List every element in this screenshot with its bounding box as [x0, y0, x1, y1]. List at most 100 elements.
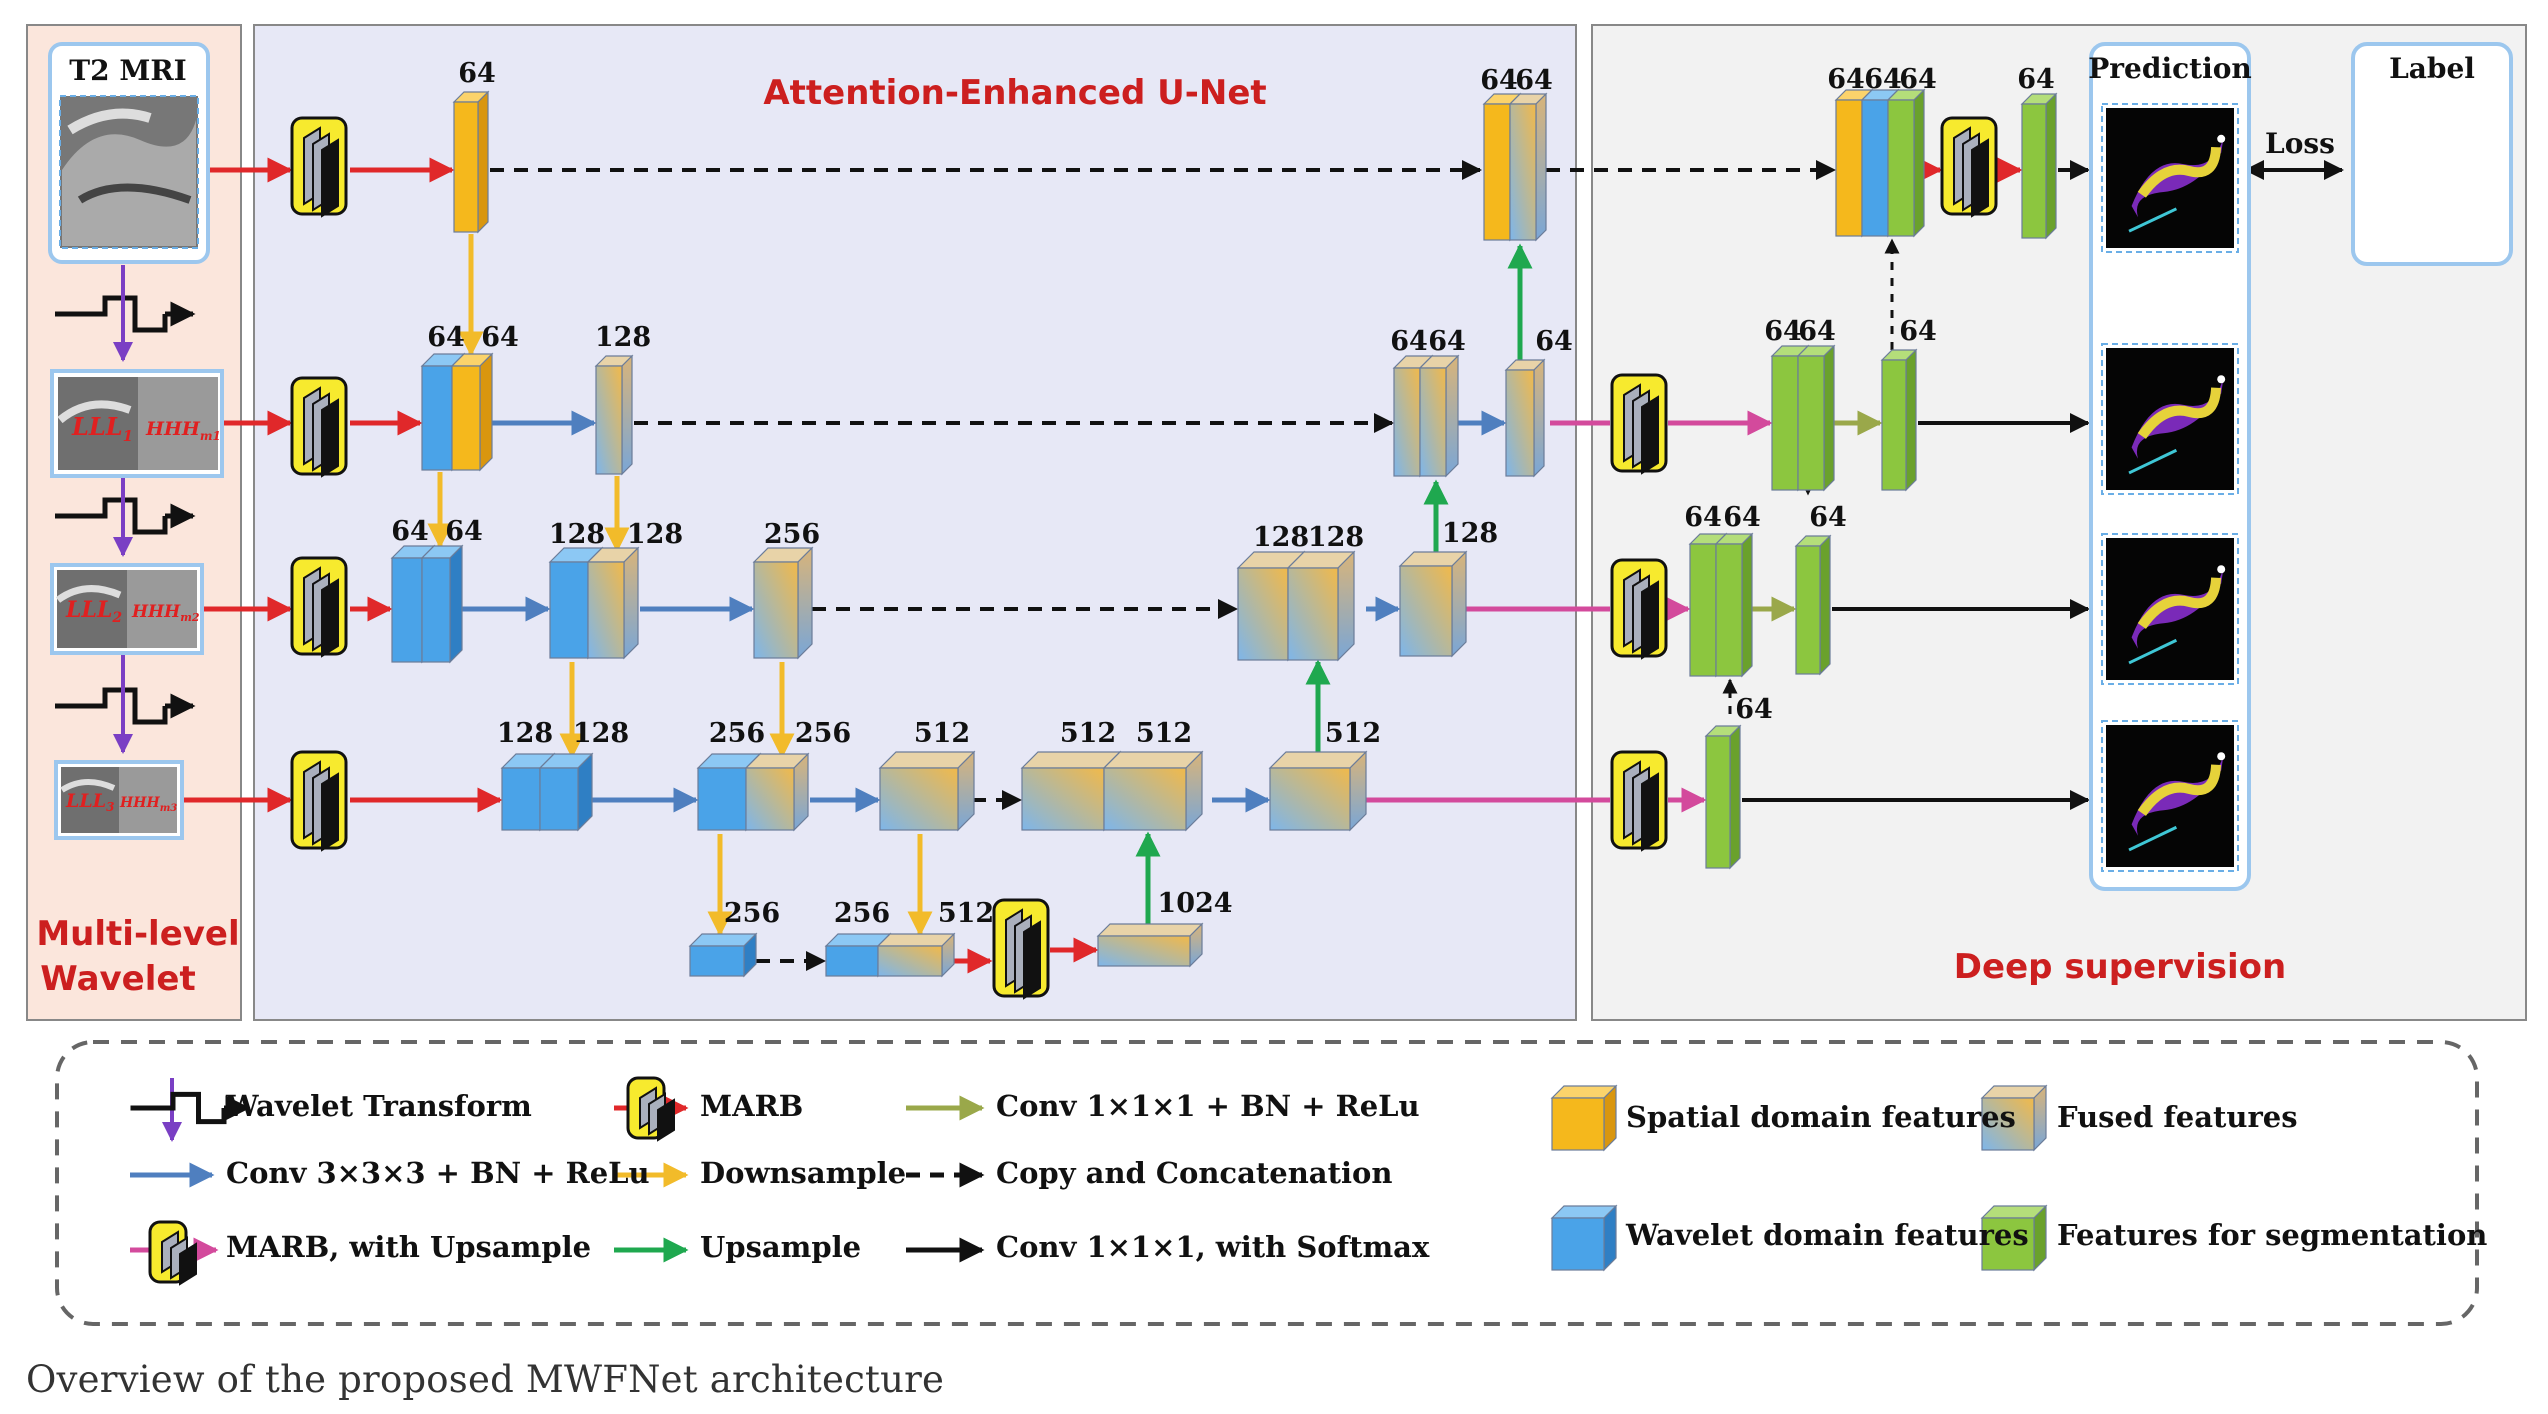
svg-text:HHHm1: HHHm1: [145, 418, 221, 443]
t2-mri-input: T2 MRI: [48, 42, 210, 264]
ds-title: Deep supervision: [1954, 947, 2286, 987]
ch-e3c: 128: [549, 519, 605, 550]
ch-e4e: 512: [914, 718, 970, 749]
ch-e5c: 512: [938, 898, 994, 929]
legend-spatial: Spatial domain features: [1626, 1100, 2016, 1134]
prediction-image-2: [2101, 343, 2239, 495]
ch-e3a: 64: [391, 516, 429, 547]
legend-wavelet-symbol: [130, 1091, 251, 1125]
feature-blocks: [390, 88, 2058, 978]
loss-label: Loss: [2265, 127, 2335, 160]
e4e-block: [878, 750, 976, 832]
legend-spatial-cube: [1550, 1084, 1618, 1152]
svg-text:HHHm2: HHHm2: [131, 602, 200, 624]
marb-s3: [1610, 558, 1668, 660]
d2ab-block-b: [1418, 354, 1460, 478]
svg-text:LLL3: LLL3: [65, 790, 114, 814]
legend-marb-upsample: MARB, with Upsample: [226, 1230, 591, 1264]
legend-conv111: Conv 1×1×1 + BN + ReLu: [996, 1089, 1420, 1123]
s2c-block: [1880, 348, 1918, 492]
e5a-block: [688, 932, 758, 978]
ch-e2a: 64: [427, 322, 465, 353]
e5d-block: [1096, 922, 1204, 968]
s3c-block: [1794, 534, 1832, 676]
svg-text:LLL1: LLL1: [71, 412, 133, 445]
ch-s1c: 64: [1899, 64, 1937, 95]
figure-caption: Overview of the proposed MWFNet architec…: [26, 1358, 945, 1401]
marb-blocks: [290, 116, 1998, 1000]
ch-d3b: 128: [1308, 522, 1364, 553]
e4ab-block-b: [538, 752, 594, 832]
ch-e4b: 128: [573, 718, 629, 749]
ch-d1a: 64: [1480, 65, 1518, 96]
legend-upsample: Upsample: [700, 1230, 861, 1264]
e3cd-block-b: [586, 546, 640, 660]
channel-labels: 64 64 64 128 64 64 128 128 256 128 128 2…: [391, 58, 2055, 929]
marb-l2: [290, 376, 348, 478]
ch-s1b: 64: [1864, 64, 1902, 95]
marb-s1: [1940, 116, 1998, 218]
marb-l3: [290, 556, 348, 658]
marb-s2: [1610, 373, 1668, 475]
ch-d2a: 64: [1390, 326, 1428, 357]
legend-seg-cube: [1980, 1204, 2048, 1272]
wt-symbol-1: [55, 295, 196, 333]
e5bc-block-b: [876, 932, 956, 978]
ch-d4b: 512: [1136, 718, 1192, 749]
legend-conv333: Conv 3×3×3 + BN + ReLu: [226, 1156, 650, 1190]
ch-s4: 64: [1735, 694, 1773, 725]
d3c-block: [1398, 550, 1468, 658]
svg-text:HHHm3: HHHm3: [119, 795, 177, 814]
ch-e1: 64: [458, 58, 496, 89]
s4-block: [1704, 724, 1742, 870]
s1d-block: [2020, 92, 2058, 240]
level1-wavelet-input: LLL1 HHHm1: [50, 369, 224, 478]
legend-wavelet-cube: [1550, 1204, 1618, 1272]
ch-e3b: 64: [445, 516, 483, 547]
ch-e4c: 256: [709, 718, 765, 749]
s2ab-block-b: [1796, 344, 1836, 492]
e1-block: [452, 90, 490, 234]
wt-symbol-3: [55, 687, 196, 725]
legend-copy-concat: Copy and Concatenation: [996, 1156, 1392, 1190]
marb-l4: [290, 750, 348, 852]
s3ab-block-b: [1714, 532, 1754, 678]
wavelet-title-line2: Wavelet: [40, 959, 195, 999]
ch-s2b: 64: [1798, 316, 1836, 347]
legend-wavelet-transform: Wavelet Transform: [225, 1089, 532, 1123]
prediction-image-4: [2101, 720, 2239, 872]
ch-d4c: 512: [1325, 718, 1381, 749]
ch-s1d: 64: [2017, 64, 2055, 95]
wt-symbol-2: [55, 497, 196, 535]
ch-d2b: 64: [1428, 326, 1466, 357]
legend-marb: MARB: [700, 1089, 803, 1123]
ch-e5d: 1024: [1157, 888, 1232, 919]
ch-d2c: 64: [1535, 326, 1573, 357]
marb-bottleneck: [992, 898, 1050, 1000]
ch-e3e: 256: [764, 519, 820, 550]
marb-s4: [1610, 750, 1668, 852]
svg-text:LLL2: LLL2: [65, 597, 122, 626]
ch-s2c: 64: [1899, 316, 1937, 347]
ch-s1a: 64: [1827, 64, 1865, 95]
e2c-block: [594, 354, 634, 476]
marb-l1: [290, 116, 348, 218]
ch-e4a: 128: [497, 718, 553, 749]
connections: [113, 157, 2344, 1142]
d4c-block: [1268, 750, 1368, 832]
legend-wavelet-feat: Wavelet domain features: [1625, 1218, 2029, 1252]
legend-conv111-softmax: Conv 1×1×1, with Softmax: [996, 1230, 1430, 1264]
e3e-block: [752, 546, 814, 660]
legend-marb-upsample-symbol: [148, 1220, 197, 1286]
legend-seg: Features for segmentation: [2057, 1218, 2487, 1252]
d3ab-block-b: [1286, 550, 1356, 662]
t2-mri-title: T2 MRI: [69, 54, 186, 87]
label-title: Label: [2389, 52, 2475, 85]
prediction-image-1: [2101, 103, 2239, 253]
d4ab-block-b: [1102, 750, 1204, 832]
s1c-block: [1886, 88, 1926, 238]
ch-e3d: 128: [627, 519, 683, 550]
ch-d3c: 128: [1442, 518, 1498, 549]
ch-d4a: 512: [1060, 718, 1116, 749]
